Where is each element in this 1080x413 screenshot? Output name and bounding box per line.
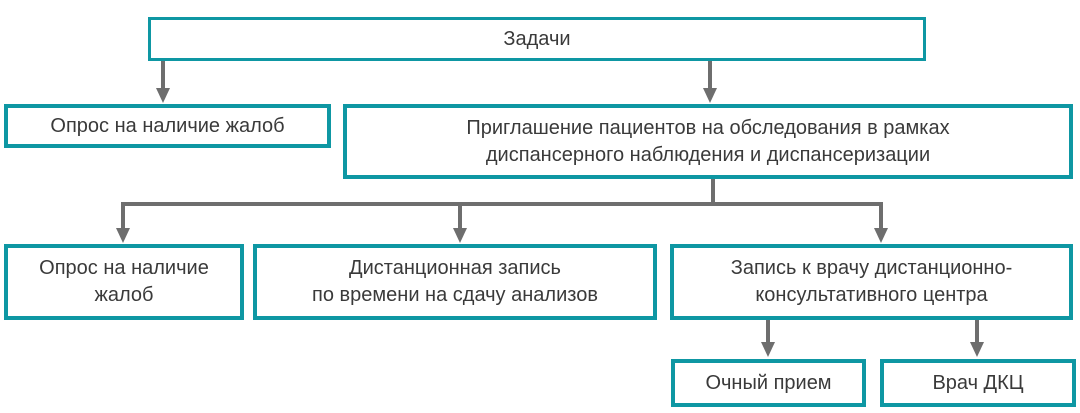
arrow-branch-to-survey-mid (116, 202, 130, 243)
arrow-tasks-to-invite (703, 61, 717, 103)
node-survey-complaints: Опрос на наличие жалоб (4, 244, 244, 320)
node-survey-complaints-top: Опрос на наличие жалоб (4, 104, 331, 148)
arrow-tasks-to-survey-top (156, 61, 170, 103)
node-remote-lab-booking: Дистанционная запись по времени на сдачу… (253, 244, 657, 320)
node-in-person-visit: Очный прием (671, 359, 866, 407)
arrow-doctor-to-in-person (761, 320, 775, 357)
node-dkc-doctor: Врач ДКЦ (880, 359, 1076, 407)
arrow-doctor-to-dkc (970, 320, 984, 357)
node-doctor-booking: Запись к врачу дистанционно- консультати… (670, 244, 1073, 320)
arrow-branch-to-doctor-booking (874, 202, 888, 243)
node-tasks: Задачи (148, 17, 926, 61)
branch-invite-trunk (121, 179, 881, 206)
node-invite-patients: Приглашение пациентов на обследования в … (343, 104, 1073, 179)
arrow-branch-to-remote-lab (453, 202, 467, 243)
